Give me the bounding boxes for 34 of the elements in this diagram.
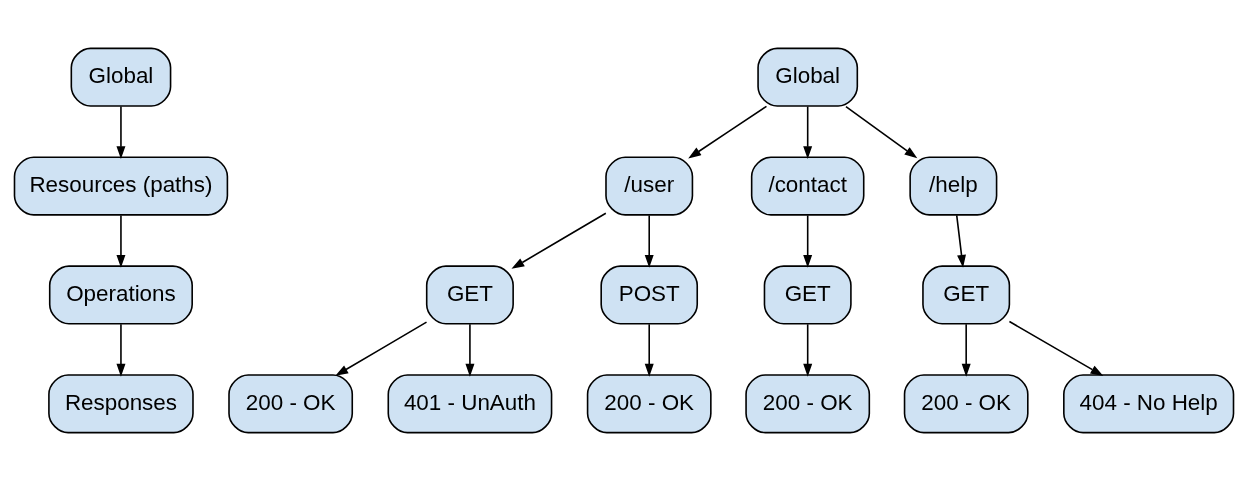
node-box: 200 - OK bbox=[228, 373, 354, 433]
arrow bbox=[465, 323, 475, 377]
arrow bbox=[335, 320, 428, 376]
arrow bbox=[644, 214, 654, 268]
node-box: GET bbox=[425, 264, 514, 325]
arrow bbox=[803, 214, 813, 268]
node-box: GET bbox=[922, 264, 1011, 325]
node-box: GET bbox=[763, 264, 852, 325]
node-box: Responses bbox=[48, 373, 194, 433]
node-box: 404 - No Help bbox=[1063, 373, 1235, 433]
arrow bbox=[1008, 320, 1104, 376]
arrow bbox=[955, 214, 966, 268]
node-box: Global bbox=[757, 47, 859, 107]
arrow bbox=[961, 323, 971, 377]
node-box: 401 - UnAuth bbox=[387, 373, 553, 433]
arrow bbox=[511, 211, 607, 269]
node-box: /contact bbox=[750, 155, 865, 216]
node-box: 200 - OK bbox=[586, 373, 712, 433]
arrow bbox=[116, 214, 126, 268]
arrow bbox=[688, 105, 768, 158]
node-box: Global bbox=[70, 47, 172, 107]
node-box: Resources (paths) bbox=[13, 155, 229, 216]
node-box: 200 - OK bbox=[903, 373, 1029, 433]
arrow bbox=[845, 105, 918, 158]
arrow bbox=[803, 323, 813, 377]
arrow bbox=[116, 323, 126, 377]
node-box: 200 - OK bbox=[745, 373, 871, 433]
node-box: POST bbox=[600, 264, 699, 325]
node-box: /user bbox=[605, 155, 694, 216]
arrow bbox=[116, 105, 126, 159]
arrow bbox=[644, 323, 654, 377]
node-box: Operations bbox=[48, 264, 193, 325]
arrow bbox=[803, 105, 813, 159]
node-box: /help bbox=[909, 155, 998, 216]
